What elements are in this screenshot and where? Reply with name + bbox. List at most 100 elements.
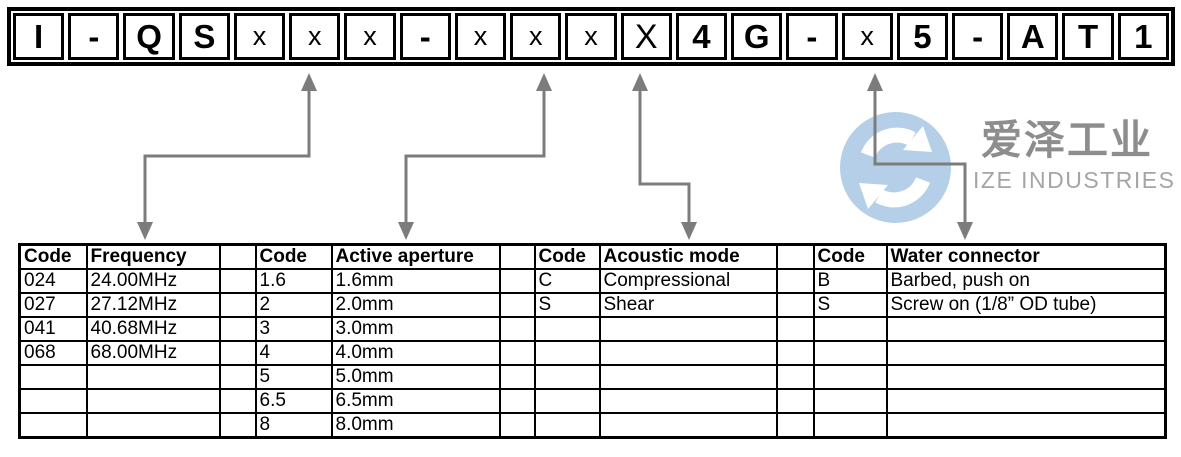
table-cell: 24.00MHz <box>85 268 221 294</box>
brand-name-chinese: 爱泽工业 <box>981 117 1153 163</box>
table-cell <box>885 364 1167 390</box>
connector-frequency-arrow <box>137 73 317 240</box>
header-acoustic-mode: Acoustic mode <box>598 243 778 270</box>
table-cell: 1.6 <box>254 268 333 294</box>
spacer-cell <box>218 340 257 366</box>
table-cell <box>812 316 888 342</box>
table-cell <box>812 388 888 414</box>
header-frequency-code: Code <box>18 243 88 270</box>
table-cell: S <box>533 292 601 318</box>
table-cell <box>885 412 1167 439</box>
table-cell: 027 <box>18 292 88 318</box>
spacer-cell <box>218 292 257 318</box>
part-code-cell: S <box>178 13 230 60</box>
part-code-cell: x <box>841 13 893 60</box>
spacer-cell <box>498 364 536 390</box>
table-cell: C <box>533 268 601 294</box>
spacer-cell <box>775 388 815 414</box>
table-cell: 2.0mm <box>330 292 501 318</box>
table-cell: 40.68MHz <box>85 316 221 342</box>
table-cell <box>533 412 601 439</box>
table-cell: 5 <box>254 364 333 390</box>
spacer-cell <box>498 388 536 414</box>
table-cell <box>812 340 888 366</box>
part-code-cell: Q <box>123 13 175 60</box>
table-cell <box>533 364 601 390</box>
part-code-cell: x <box>344 13 396 60</box>
table-cell <box>18 388 88 414</box>
table-cell: 4.0mm <box>330 340 501 366</box>
up-arrow-icon <box>301 73 317 91</box>
header-frequency: Frequency <box>85 243 221 270</box>
table-cell: Barbed, push on <box>885 268 1167 294</box>
header-acoustic-code: Code <box>533 243 601 270</box>
spacer-cell <box>498 268 536 294</box>
table-cell: 041 <box>18 316 88 342</box>
table-cell <box>85 388 221 414</box>
spacer-cell <box>775 292 815 318</box>
table-cell: Shear <box>598 292 778 318</box>
spacer-cell <box>498 292 536 318</box>
table-cell <box>812 364 888 390</box>
part-code-cell: 4 <box>675 13 728 60</box>
table-cell <box>533 340 601 366</box>
table-row: 068 68.00MHz 4 4.0mm <box>18 340 1167 366</box>
spacer-cell <box>218 316 257 342</box>
part-code-cell: - <box>951 13 1004 60</box>
table-cell <box>533 316 601 342</box>
header-aperture-code: Code <box>254 243 333 270</box>
table-cell <box>598 316 778 342</box>
table-cell <box>533 388 601 414</box>
up-arrow-icon <box>632 73 648 91</box>
table-cell <box>812 412 888 439</box>
spacer-cell <box>498 316 536 342</box>
table-cell <box>18 364 88 390</box>
table-row: 041 40.68MHz 3 3.0mm <box>18 316 1167 342</box>
part-code-cell: x <box>289 13 341 60</box>
table-cell <box>598 364 778 390</box>
spacer-cell <box>775 412 815 439</box>
up-arrow-icon <box>867 73 883 91</box>
table-cell: 024 <box>18 268 88 294</box>
part-code-cell: A <box>1007 13 1059 60</box>
part-number-code-bar: I - Q S x x x - x x x X 4 G - x 5 - A T … <box>7 7 1175 66</box>
table-cell: 8.0mm <box>330 412 501 439</box>
table-cell: 27.12MHz <box>85 292 221 318</box>
table-cell <box>885 388 1167 414</box>
part-code-cell: x <box>510 13 562 60</box>
spacer-cell <box>775 340 815 366</box>
table-header-row: Code Frequency Code Active aperture Code… <box>18 243 1167 270</box>
table-cell <box>85 364 221 390</box>
spacer-cell <box>498 340 536 366</box>
spacer-cell <box>218 388 257 414</box>
table-cell <box>598 340 778 366</box>
part-code-cell: x <box>233 13 286 60</box>
table-cell <box>885 340 1167 366</box>
part-code-cell: T <box>1062 13 1114 60</box>
part-code-cell: 5 <box>896 13 948 60</box>
connector-acoustic-mode-arrow <box>632 73 697 240</box>
header-active-aperture: Active aperture <box>330 243 501 270</box>
table-row: 027 27.12MHz 2 2.0mm S Shear S Screw on … <box>18 292 1167 318</box>
ize-logo-mark-icon <box>840 112 951 223</box>
part-code-cell: - <box>68 13 120 60</box>
part-code-cell: G <box>731 13 783 60</box>
part-code-cell: - <box>399 13 451 60</box>
table-cell: 068 <box>18 340 88 366</box>
table-cell: S <box>812 292 888 318</box>
table-cell <box>598 388 778 414</box>
header-water-connector: Water connector <box>885 243 1167 270</box>
spacer-cell <box>775 268 815 294</box>
up-arrow-icon <box>536 73 552 91</box>
spacer-cell <box>775 364 815 390</box>
table-cell: B <box>812 268 888 294</box>
table-cell: 5.0mm <box>330 364 501 390</box>
table-cell: 2 <box>254 292 333 318</box>
part-code-cell: X <box>620 13 672 60</box>
spacer-cell <box>775 243 815 270</box>
table-row: 5 5.0mm <box>18 364 1167 390</box>
down-arrow-icon <box>398 222 414 240</box>
table-cell <box>85 412 221 439</box>
code-tables: Code Frequency Code Active aperture Code… <box>18 243 1167 439</box>
